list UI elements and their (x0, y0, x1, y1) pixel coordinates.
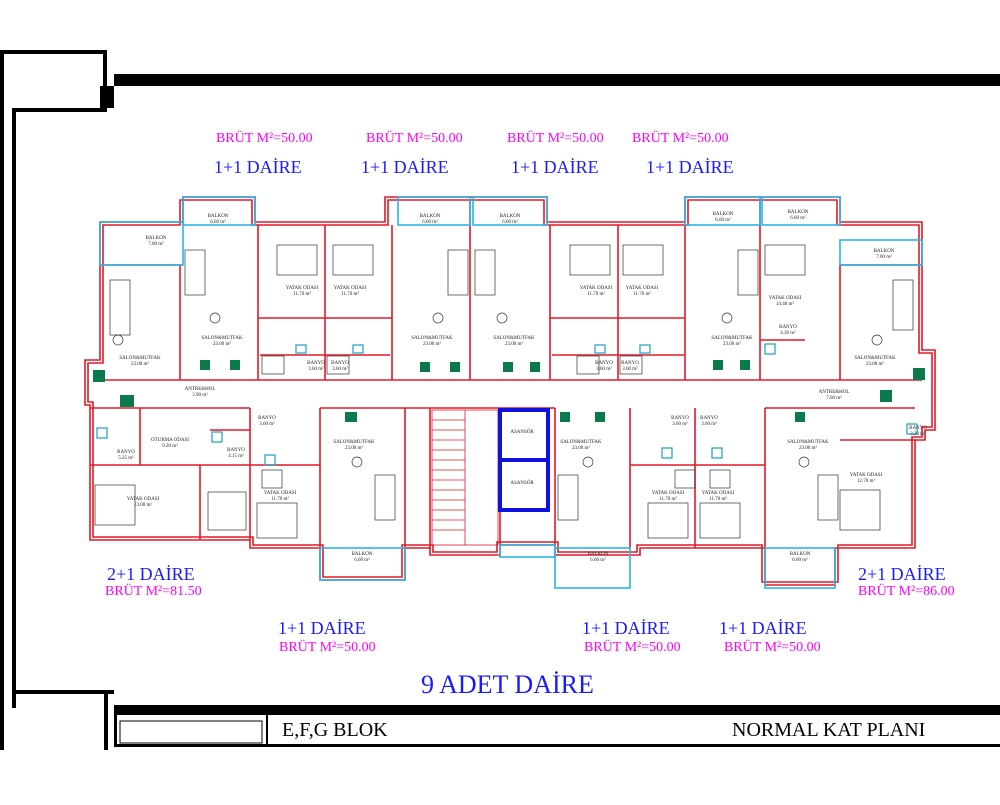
balconies (99, 196, 923, 589)
building-walls (84, 196, 936, 586)
furniture (94, 244, 914, 539)
daire-label-top-3: 1+1 DAİRE (511, 157, 599, 177)
daire-label-bottom-1: 1+1 DAİRE (278, 618, 366, 638)
total-units-label: 9 ADET DAİRE (421, 670, 594, 699)
room-tag-asansor-2: ASANSÖR (510, 481, 534, 486)
sheet-frame (0, 50, 1000, 750)
brut-label-top-1: BRÜT M²=50.00 (216, 131, 313, 146)
daire-label-top-4: 1+1 DAİRE (646, 157, 734, 177)
stairs (431, 409, 499, 546)
brut-label-right: BRÜT M²=86.00 (858, 584, 955, 599)
kitchen-units (93, 360, 925, 422)
brut-label-bottom-3: BRÜT M²=50.00 (724, 640, 821, 655)
daire-label-right: 2+1 DAİRE (858, 564, 946, 584)
brut-label-bottom-1: BRÜT M²=50.00 (279, 640, 376, 655)
brut-label-top-2: BRÜT M²=50.00 (366, 131, 463, 146)
room-tag-asansor-1: ASANSÖR (510, 430, 534, 435)
brut-label-top-3: BRÜT M²=50.00 (507, 131, 604, 146)
daire-label-top-1: 1+1 DAİRE (214, 157, 302, 177)
brut-label-bottom-2: BRÜT M²=50.00 (584, 640, 681, 655)
block-name: E,F,G BLOK (282, 719, 388, 741)
daire-label-left: 2+1 DAİRE (107, 564, 195, 584)
fixtures-cyan (96, 343, 918, 466)
daire-label-bottom-2: 1+1 DAİRE (582, 618, 670, 638)
daire-label-bottom-3: 1+1 DAİRE (719, 618, 807, 638)
brut-label-top-4: BRÜT M²=50.00 (632, 131, 729, 146)
daire-label-top-2: 1+1 DAİRE (361, 157, 449, 177)
elevator-shafts (498, 408, 550, 512)
brut-label-left: BRÜT M²=81.50 (105, 584, 202, 599)
plan-title: NORMAL KAT PLANI (732, 719, 926, 741)
